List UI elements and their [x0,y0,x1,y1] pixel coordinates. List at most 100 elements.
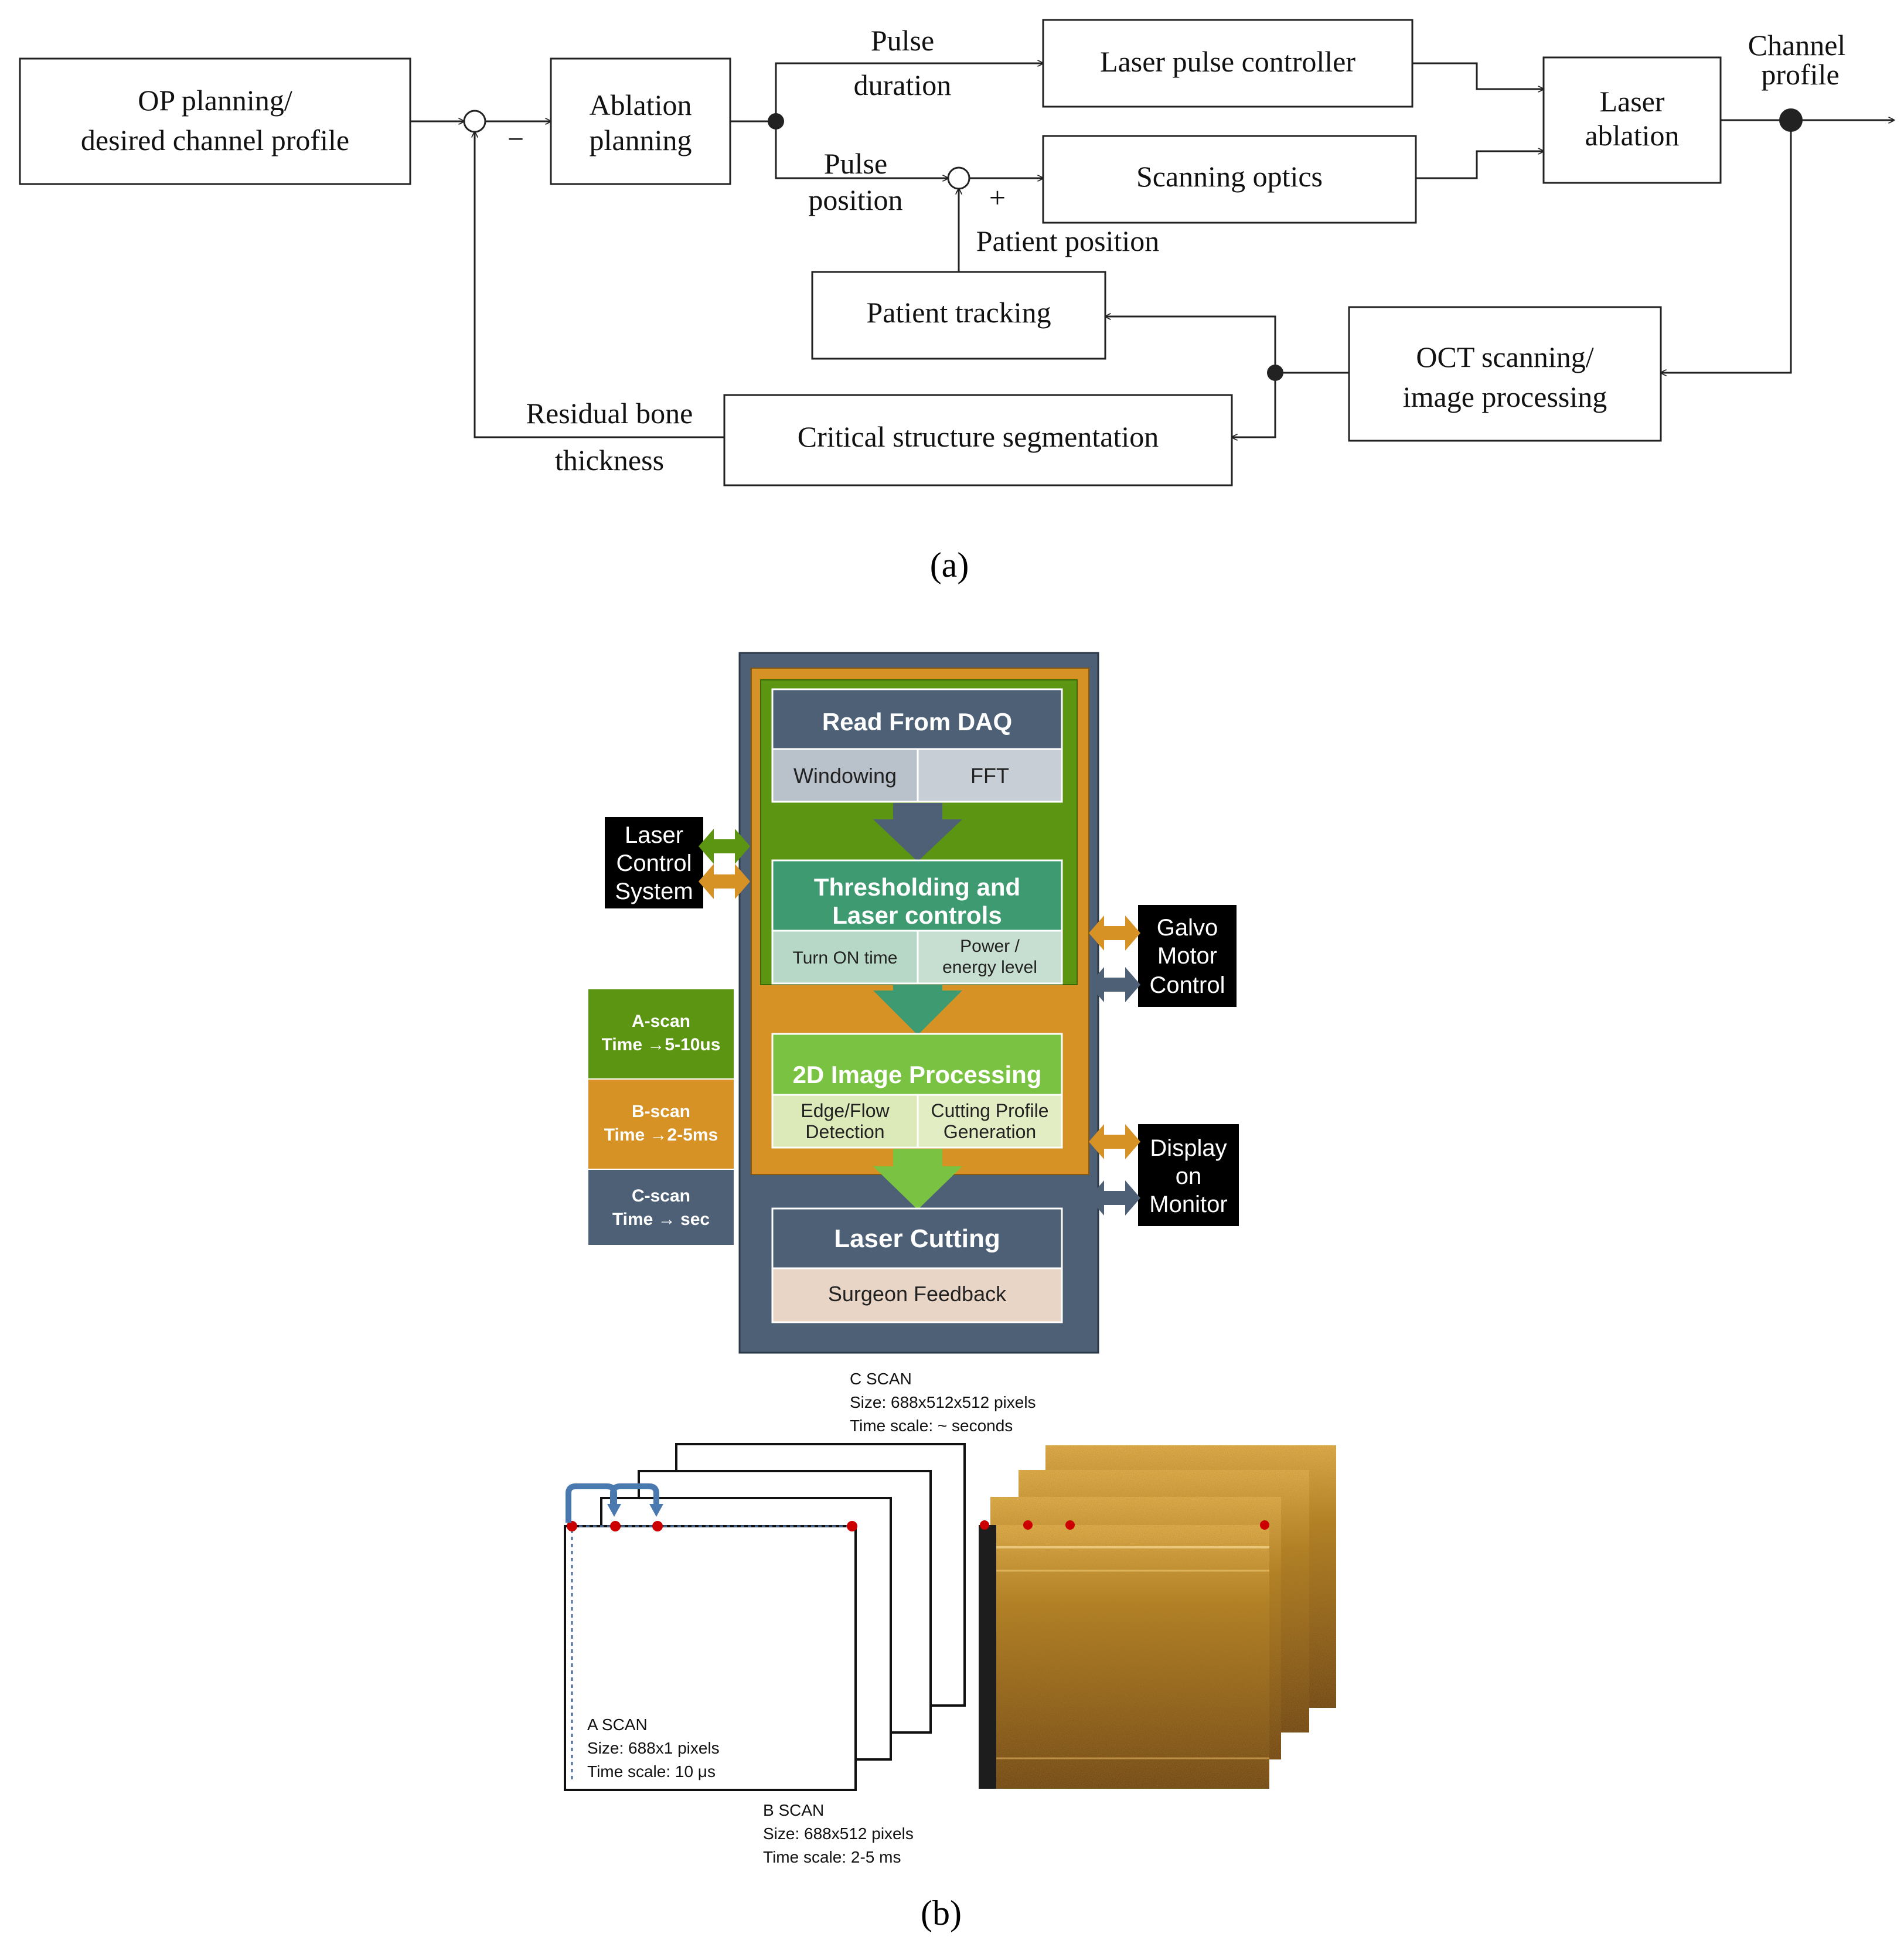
legend-c-line1: C-scan [632,1186,690,1206]
cutting-profile-cell [917,1094,1063,1149]
display-line2: on [1176,1163,1202,1189]
ablation-planning-block [550,57,731,185]
panel-b-labels: Read From DAQ Windowing FFT Thresholding… [602,708,1228,1306]
b-scan-line3: Time scale: 2-5 ms [763,1848,901,1866]
galvo-line1: Galvo [1157,915,1218,941]
legend-b-line2: Time →2-5ms [604,1125,718,1145]
image-processing-header [771,1033,1063,1096]
legend-c-line2: Time → sec [612,1210,710,1229]
scan-markers [566,1483,857,1782]
scanning-optics-label: Scanning optics [1136,160,1323,193]
cutting-profile-line2: Generation [944,1121,1036,1142]
edge-flow-line1: Edge/Flow [801,1100,890,1121]
display-box [1138,1124,1239,1226]
laser-cutting-title: Laser Cutting [834,1224,1000,1253]
fft-label: FFT [970,764,1009,788]
panel-b-caption: (b) [921,1894,962,1932]
read-daq-title: Read From DAQ [822,708,1012,736]
windowing-cell [771,748,919,803]
b-scan-line1: B SCAN [763,1801,824,1819]
power-label-line2: energy level [942,958,1037,977]
oct-stack [979,1445,1336,1789]
critical-structure-label: Critical structure segmentation [798,420,1159,453]
legend-b-line1: B-scan [632,1102,690,1121]
b-scan-line2: Size: 688x512 pixels [763,1825,914,1843]
scan-stack [564,1443,966,1791]
laser-control-orange-arrow [699,864,750,899]
power-label-line1: Power / [960,937,1020,956]
thresholding-header [771,859,1063,932]
op-planning-block [19,57,411,185]
pulse-position-line1: Pulse [824,147,887,180]
patient-position-label: Patient position [976,224,1160,257]
laser-ablation-line2: ablation [1585,119,1679,152]
panel-b [588,652,1239,1354]
pulse-duration-line2: duration [854,69,952,101]
galvo-orange-arrow [1089,915,1140,951]
residual-bone-line2: thickness [555,444,664,476]
down-arrow-3 [873,1149,962,1210]
oct-scanning-line2: image processing [1403,380,1607,413]
cutting-profile-line1: Cutting Profile [931,1100,1049,1121]
summing-junction-2 [947,166,970,190]
thresholding-title-line1: Thresholding and [814,873,1020,901]
display-slate-arrow [1089,1180,1140,1216]
c-scan-line1: C SCAN [850,1370,912,1388]
image-processing-title: 2D Image Processing [793,1061,1042,1088]
pulse-duration-line1: Pulse [871,24,934,57]
laser-control-line1: Laser [625,822,683,848]
op-planning-line1: OP planning/ [138,84,292,117]
channel-profile-line2: profile [1761,58,1839,91]
galvo-slate-arrow [1089,967,1140,1002]
channel-profile-line1: Channel [1748,29,1846,62]
display-line1: Display [1150,1135,1227,1161]
galvo-line3: Control [1150,972,1225,998]
pulse-position-line2: position [808,183,902,216]
laser-control-line3: System [615,879,693,904]
galvo-box [1138,905,1237,1007]
edge-flow-cell [771,1094,919,1149]
panel-a-labels: OP planning/ desired channel profile Abl… [81,24,1845,476]
a-scan-line3: Time scale: 10 μs [587,1762,716,1781]
fft-cell [917,748,1063,803]
laser-ablation-line1: Laser [1599,85,1664,118]
summing-junction-1 [463,110,486,133]
oct-scanning-line1: OCT scanning/ [1416,341,1593,373]
laser-pulse-controller-label: Laser pulse controller [1100,45,1355,78]
laser-control-green-arrow [699,829,750,864]
a-scan-line2: Size: 688x1 pixels [587,1739,720,1757]
ablation-planning-line1: Ablation [590,88,692,121]
legend-b-scan [588,1080,734,1169]
patient-tracking-label: Patient tracking [866,296,1051,329]
oct-scanning-block [1348,306,1662,442]
down-arrow-2 [873,985,962,1035]
panel-a [19,19,1894,486]
scan-jump-arrow-2 [610,1483,659,1506]
scan-labels: C SCAN Size: 688x512x512 pixels Time sca… [587,1370,1036,1866]
residual-bone-line1: Residual bone [526,397,693,430]
legend-a-line1: A-scan [632,1012,690,1031]
thresholding-title-line2: Laser controls [832,901,1002,929]
c-scan-line3: Time scale: ~ seconds [850,1417,1013,1435]
legend-a-scan [588,989,734,1078]
plus-sign: + [989,181,1006,214]
a-scan-line1: A SCAN [587,1715,648,1734]
minus-sign: − [507,122,524,155]
down-arrow-1 [873,803,962,862]
windowing-label: Windowing [793,764,897,788]
panel-a-caption: (a) [930,546,969,584]
laser-cutting-header [771,1207,1063,1269]
power-cell [917,930,1063,985]
legend-a-line2: Time →5-10us [602,1035,721,1054]
surgeon-feedback-label: Surgeon Feedback [828,1282,1007,1306]
op-planning-line2: desired channel profile [81,124,349,156]
edge-flow-line2: Detection [805,1121,884,1142]
ablation-planning-line2: planning [590,124,692,156]
display-orange-arrow [1089,1124,1140,1159]
legend-c-scan [588,1170,734,1245]
turn-on-label: Turn ON time [793,948,898,968]
galvo-line2: Motor [1157,943,1217,969]
display-line3: Monitor [1149,1192,1227,1217]
